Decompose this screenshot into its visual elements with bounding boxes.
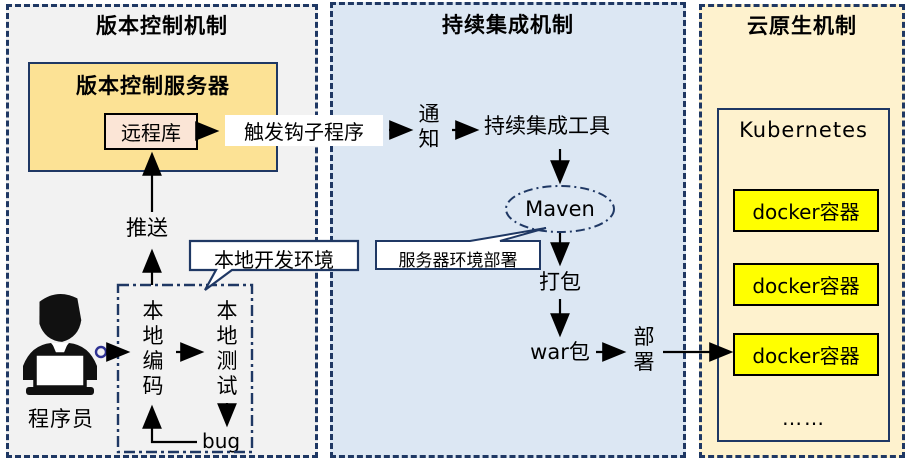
war-package-label: war包	[530, 340, 590, 364]
local-testing-label: 本地测试	[216, 299, 238, 398]
bug-label: bug	[202, 429, 241, 453]
docker-container-box-2: docker容器	[733, 263, 879, 306]
panel-title-ci: 持续集成机制	[442, 13, 574, 37]
ci-tool-label: 持续集成工具	[484, 114, 610, 138]
panel-title-cloud-native: 云原生机制	[747, 14, 857, 38]
package-label: 打包	[539, 270, 581, 294]
local-coding-label: 本地编码	[142, 299, 164, 398]
panel-continuous-integration	[330, 2, 686, 458]
panel-title-version-control: 版本控制机制	[96, 14, 228, 38]
trigger-hook-box: 触发钩子程序	[225, 115, 383, 146]
programmer-label: 程序员	[28, 407, 94, 431]
server-env-callout-label: 服务器环境部署	[398, 251, 518, 271]
deploy-label: 部署	[633, 325, 655, 374]
notify-label: 通知	[418, 102, 440, 151]
docker-container-box-3: docker容器	[733, 333, 879, 376]
push-label: 推送	[126, 216, 168, 240]
kubernetes-label: Kubernetes	[739, 118, 868, 142]
programmer-icon	[23, 294, 97, 395]
version-control-server-label: 版本控制服务器	[76, 74, 230, 98]
remote-repo-box: 远程库	[104, 113, 198, 150]
ellipsis-label: ……	[782, 406, 826, 430]
docker-container-box-1: docker容器	[733, 189, 879, 232]
maven-label: Maven	[525, 197, 595, 221]
local-env-callout-label: 本地开发环境	[214, 248, 334, 272]
